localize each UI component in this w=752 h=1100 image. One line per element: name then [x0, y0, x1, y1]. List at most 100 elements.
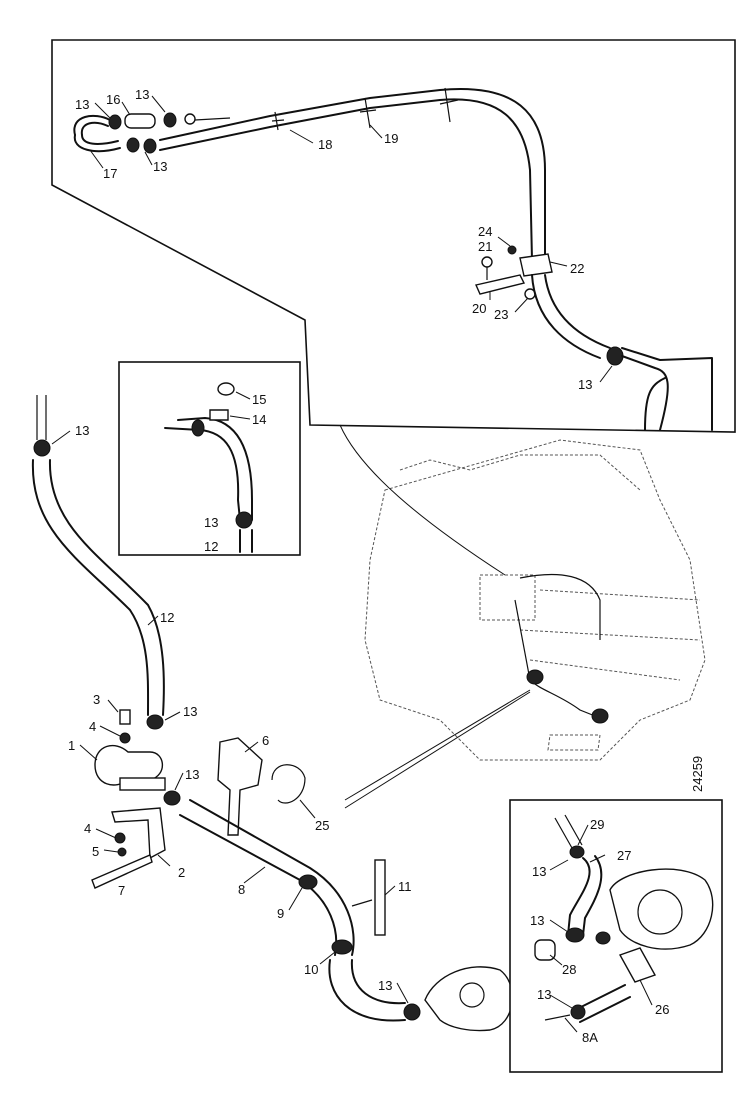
leader-12 — [147, 615, 159, 626]
clamp-13-e — [606, 346, 624, 366]
clamp-13-r1 — [569, 845, 585, 859]
callout-10: 10 — [304, 962, 318, 977]
leader-3 — [107, 699, 119, 713]
clamp-13-a — [108, 114, 122, 130]
nut-24 — [507, 245, 517, 255]
callout-16: 16 — [106, 92, 120, 107]
inset-valve-port — [637, 889, 683, 935]
callout-26: 26 — [655, 1002, 669, 1017]
callout-13: 13 — [183, 704, 197, 719]
hose-lower-inner-2 — [350, 959, 406, 1005]
clamp-9 — [298, 874, 318, 890]
leader-17 — [89, 149, 104, 169]
rod-11 — [374, 859, 386, 936]
clamp-13-c — [126, 137, 140, 153]
callout-11: 11 — [398, 879, 412, 894]
inset-frame-left — [118, 361, 301, 556]
hose-lower-inner — [544, 274, 611, 349]
callout-13: 13 — [537, 987, 551, 1002]
leader-13-top — [51, 430, 71, 445]
clamp-13-top — [33, 439, 51, 457]
engine-outline — [339, 424, 706, 809]
callout-9: 9 — [277, 906, 284, 921]
clamp-13-r2 — [565, 927, 585, 943]
pump-port — [459, 982, 485, 1008]
callout-4: 4 — [89, 719, 96, 734]
engine-mount — [547, 734, 601, 751]
o-ring — [184, 113, 196, 125]
hose-18-outer — [159, 98, 533, 261]
callout-23: 23 — [494, 307, 508, 322]
hose-29 — [554, 814, 583, 849]
leader-8 — [243, 866, 266, 884]
callout-27: 27 — [617, 848, 631, 863]
callout-13: 13 — [135, 87, 149, 102]
callout-19: 19 — [384, 131, 398, 146]
top-detail-panel — [51, 39, 736, 433]
callout-4: 4 — [84, 821, 91, 836]
pipe-right-a — [621, 355, 669, 431]
bracket-22 — [519, 253, 553, 277]
leader-15 — [235, 391, 251, 400]
callout-24: 24 — [478, 224, 492, 239]
pump-housing — [424, 966, 514, 1032]
valve-assembly — [91, 709, 306, 889]
inset-hose-12 — [239, 529, 253, 553]
leader-13b — [151, 95, 166, 113]
callout-13: 13 — [75, 97, 89, 112]
engine-lines — [519, 589, 701, 681]
leader-lines — [51, 95, 653, 1033]
callout-5: 5 — [92, 844, 99, 859]
clamp-13-r3 — [595, 931, 611, 945]
inset-clamp-13 — [235, 511, 253, 529]
leader-29 — [577, 824, 589, 846]
leader-26 — [639, 979, 653, 1006]
leader-13-lower — [396, 982, 409, 1004]
inset-clamp — [191, 419, 205, 437]
callout-8: 8 — [238, 882, 245, 897]
callout-17: 17 — [103, 166, 117, 181]
leader-13e — [599, 365, 613, 383]
leader-6 — [244, 741, 259, 753]
clip-mark-2 — [439, 87, 459, 123]
leader-8A — [564, 1017, 578, 1033]
engine-module — [479, 574, 536, 621]
pointer-lower-to-engine-b — [344, 691, 531, 809]
bracket-20 — [475, 274, 526, 295]
leader-13-r2 — [549, 919, 569, 933]
leader-9 — [288, 887, 303, 911]
washer-4-bottom — [114, 832, 126, 844]
callout-12: 12 — [204, 539, 218, 554]
part-14 — [209, 409, 229, 421]
lower-hose-assembly — [179, 799, 514, 1032]
callout-29: 29 — [590, 817, 604, 832]
callout-22: 22 — [570, 261, 584, 276]
valve-base — [119, 777, 166, 791]
callout-18: 18 — [318, 137, 332, 152]
clip-19 — [359, 97, 377, 129]
bolt-3 — [119, 709, 131, 725]
leader-22 — [549, 261, 568, 267]
leader-25 — [299, 799, 316, 819]
callout-3: 3 — [93, 692, 100, 707]
callout-1: 1 — [68, 738, 75, 753]
hose-8A — [574, 984, 631, 1023]
clamp-13-mid — [146, 714, 164, 730]
inset-hose-inner — [177, 417, 253, 521]
callout-28: 28 — [562, 962, 576, 977]
part-15 — [217, 382, 235, 396]
bracket-6 — [217, 737, 263, 836]
washer-4-top — [119, 732, 131, 744]
callout-15: 15 — [252, 392, 266, 407]
top-panel-frame — [51, 39, 736, 433]
leader-4b — [95, 828, 117, 839]
clamp-10 — [331, 939, 353, 955]
callout-13: 13 — [530, 913, 544, 928]
clamp-13-lower — [403, 1003, 421, 1021]
hose-12-outer — [31, 459, 150, 716]
inset-detail-left — [118, 361, 301, 556]
pointer-top-to-engine — [339, 424, 506, 576]
pipe-right-b — [621, 347, 713, 431]
callout-13: 13 — [204, 515, 218, 530]
